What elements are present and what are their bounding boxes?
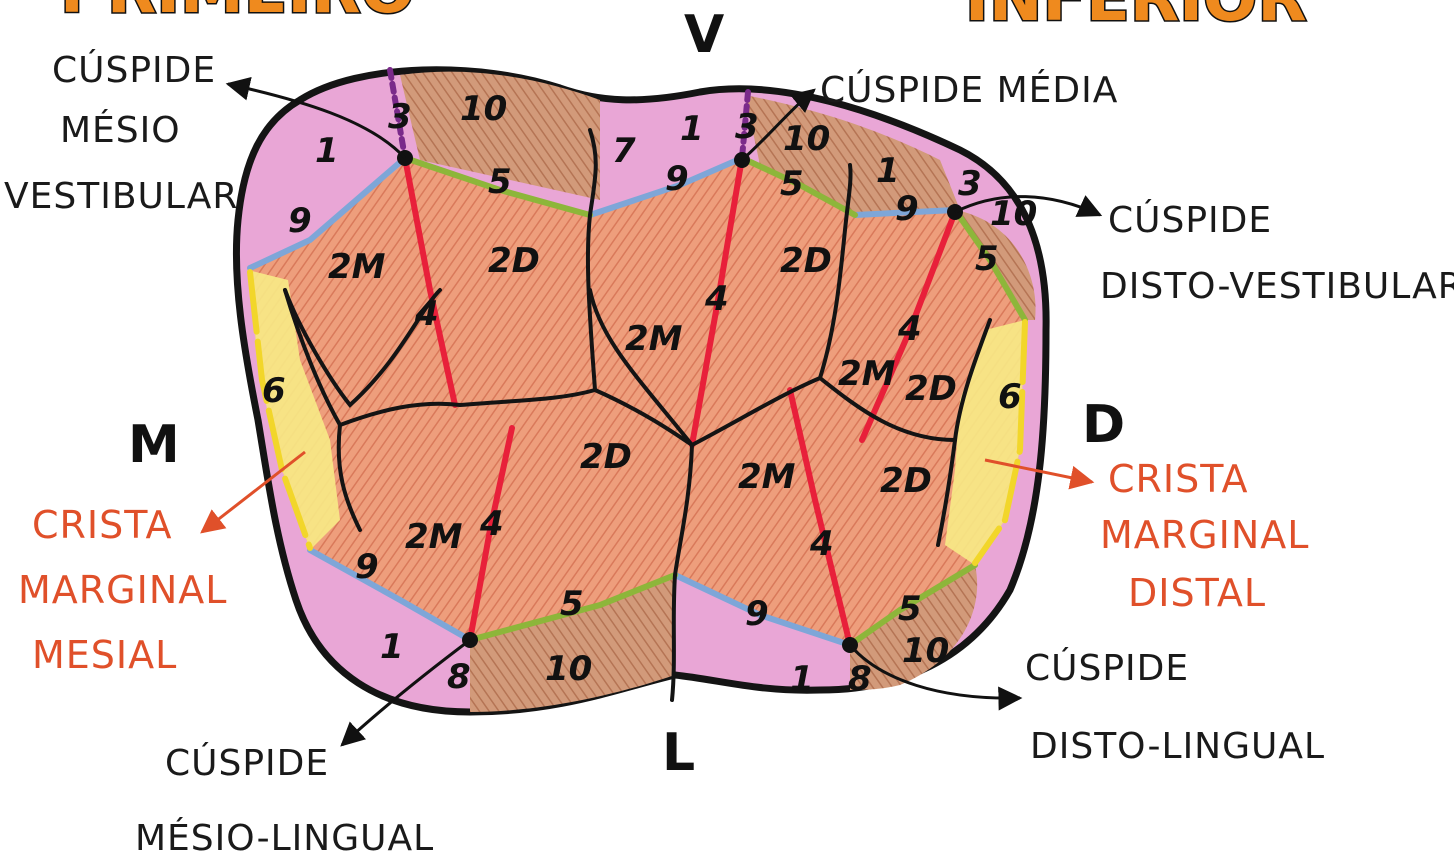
label-cm-2: MARGINAL [18,568,227,612]
label-dl-1: CÚSPIDE [1025,647,1189,689]
num-5-ml: 5 [560,584,584,624]
num-2m-ml: 2M [405,517,463,557]
title-left: PRIMEIRO [60,0,415,28]
num-5-dv: 5 [975,239,999,279]
num-5-m: 5 [780,164,804,204]
orientation-left: M [128,415,180,475]
orientation-right: D [1082,395,1125,455]
num-1-dv: 1 [876,151,900,191]
num-10-ml: 10 [545,649,592,689]
num-5-mv: 5 [488,162,512,202]
label-cd-3: DISTAL [1128,571,1266,615]
num-10-mv: 10 [460,89,507,129]
num-8-ml: 8 [447,657,471,697]
label-mv-2: MÉSIO [60,109,181,151]
label-media: CÚSPIDE MÉDIA [820,69,1118,111]
num-3-mv: 3 [388,97,412,137]
orientation-top: V [684,5,724,65]
num-2m-dv: 2M [838,354,896,394]
num-4-m: 4 [704,279,729,319]
orientation-bottom: L [662,723,695,783]
num-9-dv: 9 [895,189,919,229]
label-mv-3: VESTIBULAR [4,176,238,217]
num-1-mv: 1 [315,131,339,171]
label-cm-3: MESIAL [32,633,177,677]
label-ml-2: MÉSIO-LINGUAL [135,817,434,859]
label-dv-2: DISTO-VESTIBULAR [1100,266,1454,307]
num-1-ml: 1 [380,627,404,667]
title-right: INFERIOR [965,0,1307,36]
label-dv-1: CÚSPIDE [1108,199,1272,241]
num-10-m: 10 [783,119,830,159]
num-4-dv: 4 [897,309,922,349]
label-mv-1: CÚSPIDE [52,49,216,91]
label-ml-1: CÚSPIDE [165,742,329,784]
num-4-mv: 4 [414,294,439,334]
num-9-dl: 9 [745,594,769,634]
num-2d-dl: 2D [880,461,932,501]
num-1-dl: 1 [790,659,814,699]
num-9-m: 9 [665,159,689,199]
num-7: 7 [612,131,636,171]
num-6-mesial: 6 [262,371,286,411]
num-1-m: 1 [680,109,704,149]
num-4-dl: 4 [809,524,834,564]
label-dl-2: DISTO-LINGUAL [1030,726,1325,767]
num-5-dl: 5 [898,589,922,629]
num-2m-dl: 2M [738,457,796,497]
num-8-dl: 8 [848,659,872,699]
label-cd-1: CRISTA [1108,457,1249,501]
label-cd-2: MARGINAL [1100,513,1309,557]
label-cm-1: CRISTA [32,503,173,547]
num-2d-mv: 2D [488,241,540,281]
num-2d-ml: 2D [580,437,632,477]
num-10-dl: 10 [902,631,949,671]
num-4-ml: 4 [479,504,504,544]
num-2d-dv: 2D [905,369,957,409]
num-3-m: 3 [735,107,759,147]
num-3-dv: 3 [958,164,982,204]
num-9-ml: 9 [355,547,379,587]
num-2d-m: 2D [780,241,832,281]
num-2m-mv: 2M [328,247,386,287]
num-9-mv: 9 [288,201,312,241]
num-2m-m: 2M [625,319,683,359]
num-6-distal: 6 [998,377,1022,417]
